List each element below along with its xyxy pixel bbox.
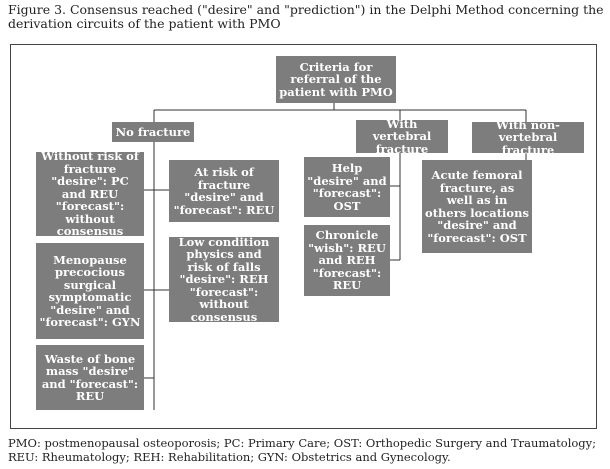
node-no-fracture: No fracture [112,122,194,142]
node-root: Criteria for referral of the patient wit… [276,56,396,103]
node-bone-mass: Waste of bone mass "desire" and "forecas… [36,345,144,410]
figure-caption: Figure 3. Consensus reached ("desire" an… [8,2,604,31]
node-at-risk: At risk of fracture "desire" and "foreca… [169,160,279,222]
node-with-non-vertebral-fracture: With non-vertebral fracture [472,119,584,156]
diagram-frame [10,44,597,429]
node-femoral: Acute femoral fracture, as well as in ot… [422,160,532,253]
node-without-risk: Without risk of fracture "desire": PC an… [36,150,144,237]
abbreviations-footer: PMO: postmenopausal osteoporosis; PC: Pr… [8,436,597,464]
node-menopause: Menopause precocious surgical symptomati… [36,243,144,339]
node-chronicle: Chronicle "wish": REU and REH "forecast"… [304,225,390,296]
node-low-condition: Low condition physics and risk of falls … [169,236,279,323]
node-with-vertebral-fracture: With vertebral fracture [356,118,448,155]
node-help: Help "desire" and "forecast": OST [304,157,390,217]
